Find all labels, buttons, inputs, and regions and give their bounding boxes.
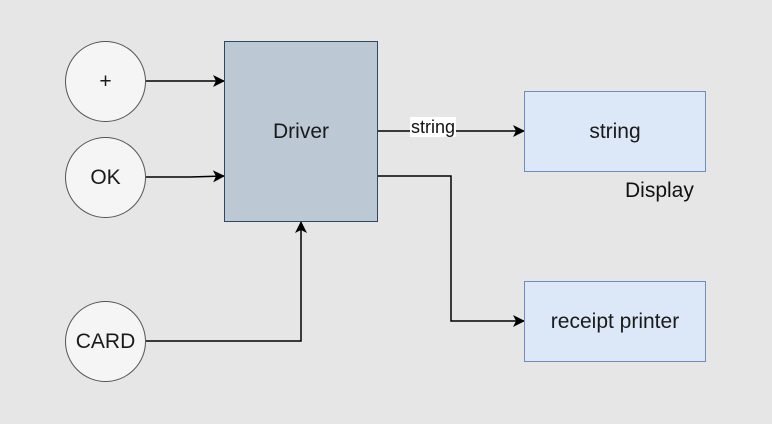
- card-label: CARD: [75, 329, 136, 353]
- ok-button-node[interactable]: OK: [65, 137, 146, 218]
- plus-button-label: +: [99, 69, 112, 93]
- plus-button-node[interactable]: +: [65, 41, 146, 122]
- ok-button-label: OK: [90, 165, 121, 189]
- driver-node[interactable]: Driver: [224, 41, 378, 222]
- display-node[interactable]: string: [524, 91, 706, 172]
- display-caption: Display: [625, 179, 694, 202]
- receipt-printer-label: receipt printer: [550, 309, 680, 333]
- card-node[interactable]: CARD: [65, 301, 146, 382]
- edge-driver-to-printer: [377, 175, 525, 327]
- edge-card-to-driver: [146, 221, 307, 342]
- display-node-label: string: [589, 119, 641, 143]
- edge-ok-to-driver: [146, 170, 225, 183]
- receipt-printer-node[interactable]: receipt printer: [524, 281, 706, 362]
- driver-label: Driver: [273, 119, 329, 143]
- edge-label-string: string: [410, 117, 457, 137]
